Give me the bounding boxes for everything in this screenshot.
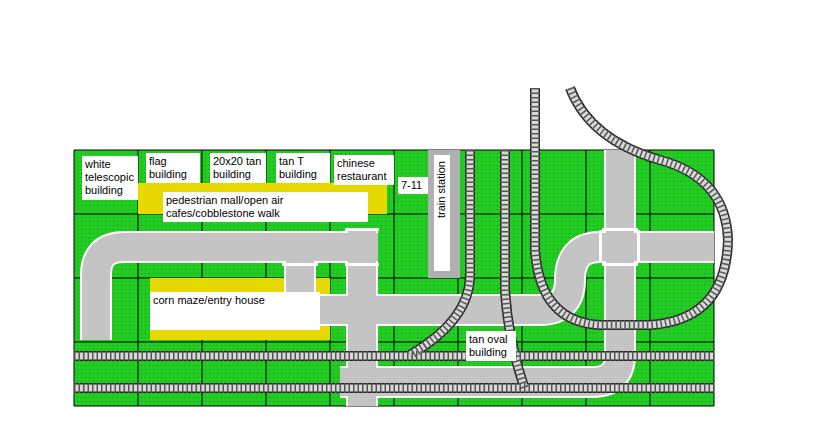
label-text: 7-11 bbox=[401, 179, 425, 192]
rail bbox=[74, 383, 714, 393]
rail bbox=[74, 351, 714, 361]
building-label: tan T building bbox=[276, 153, 330, 183]
track-bed bbox=[74, 353, 714, 360]
crosswalk bbox=[602, 263, 638, 266]
crosswalk bbox=[599, 230, 602, 262]
building-label: 7-11 bbox=[398, 177, 428, 194]
rail bbox=[535, 88, 728, 325]
building-label: pedestrian mall/open air cafes/cobblesto… bbox=[163, 192, 368, 222]
building-label: train station bbox=[432, 153, 452, 273]
label-text: tan T building bbox=[279, 155, 327, 181]
label-text: flag building bbox=[149, 155, 197, 181]
track-ties bbox=[74, 383, 714, 393]
road-edge bbox=[96, 247, 378, 340]
label-text: chinese restaurant bbox=[337, 157, 391, 183]
crosswalk bbox=[602, 228, 638, 231]
crosswalk bbox=[345, 263, 379, 266]
label-text: tan oval building bbox=[469, 333, 513, 359]
building-label: flag building bbox=[146, 153, 200, 183]
building-label: chinese restaurant bbox=[334, 155, 394, 185]
road bbox=[96, 247, 378, 340]
station-platform bbox=[428, 150, 460, 278]
crosswalk bbox=[282, 263, 318, 266]
label-text: 20x20 tan building bbox=[213, 155, 263, 181]
tracks bbox=[74, 88, 728, 390]
label-text: train station bbox=[435, 208, 448, 218]
crosswalk bbox=[637, 230, 640, 262]
label-text: white telescopic building bbox=[85, 158, 135, 198]
baseplate bbox=[74, 150, 714, 406]
roads bbox=[96, 150, 714, 406]
crosswalk bbox=[345, 228, 379, 231]
track-ties bbox=[74, 351, 714, 361]
building-label: tan oval building bbox=[466, 331, 516, 361]
building-label: 20x20 tan building bbox=[210, 153, 266, 183]
building-label: white telescopic building bbox=[82, 156, 138, 200]
plate-grid bbox=[74, 150, 714, 406]
track-bed bbox=[74, 385, 714, 392]
track-bed bbox=[535, 88, 728, 325]
building-label: corn maze/entry house bbox=[150, 292, 320, 330]
label-text: corn maze/entry house bbox=[153, 294, 317, 307]
label-text: pedestrian mall/open air cafes/cobblesto… bbox=[166, 194, 365, 220]
track-ties bbox=[535, 88, 728, 325]
